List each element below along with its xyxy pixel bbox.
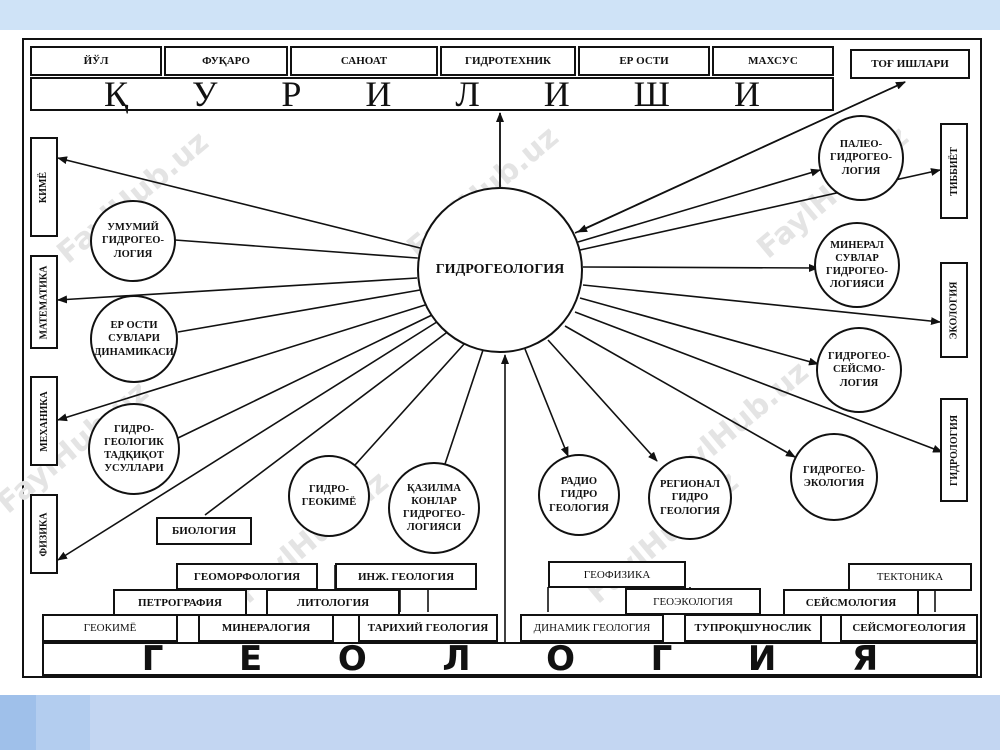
top-banner bbox=[0, 0, 1000, 30]
branch-groundwater-dynamics: ЕР ОСТИ СУВЛАРИ ДИНАМИКАСИ bbox=[90, 295, 178, 383]
geology-letter: О bbox=[546, 639, 576, 679]
construction-tab-civil: ФУҚАРО bbox=[164, 46, 288, 76]
construction-tab-underground: ЕР ОСТИ bbox=[578, 46, 710, 76]
biology-box: БИОЛОГИЯ bbox=[156, 517, 252, 545]
construction-letter: Л bbox=[455, 74, 480, 114]
construction-letter: И bbox=[543, 74, 570, 114]
branch-mineral-waters: МИНЕРАЛ СУВЛАР ГИДРОГЕО- ЛОГИЯСИ bbox=[814, 222, 900, 308]
science-medicine: ТИББИЁТ bbox=[940, 123, 968, 219]
science-hydrology: ГИДРОЛОГИЯ bbox=[940, 398, 968, 502]
construction-letter: У bbox=[191, 74, 218, 114]
construction-letter: И bbox=[733, 74, 760, 114]
science-ecology: ЭКОЛОГИЯ bbox=[940, 262, 968, 358]
center-hydrogeology: ГИДРОГЕОЛОГИЯ bbox=[417, 187, 583, 353]
geology-letter: Я bbox=[851, 639, 879, 679]
geology-dynamic: ДИНАМИК ГЕОЛОГИЯ bbox=[520, 614, 664, 642]
geology-geophysics: ГЕОФИЗИКА bbox=[548, 561, 686, 588]
geology-seismogeology: СЕЙСМОГЕОЛОГИЯ bbox=[840, 614, 978, 642]
geology-title: Г Е О Л О Г И Я bbox=[42, 639, 978, 679]
branch-general-hydrogeology: УМУМИЙ ГИДРОГЕО- ЛОГИЯ bbox=[90, 200, 176, 282]
construction-letter: И bbox=[365, 74, 392, 114]
geology-mineralogy: МИНЕРАЛОГИЯ bbox=[198, 614, 334, 642]
geology-soil-science: ТУПРОҚШУНОСЛИК bbox=[684, 614, 822, 642]
branch-paleohydrogeology: ПАЛЕО- ГИДРОГЕО- ЛОГИЯ bbox=[818, 115, 904, 201]
branch-research-methods: ГИДРО- ГЕОЛОГИК ТАДҚИҚОТ УСУЛЛАРИ bbox=[88, 403, 180, 495]
branch-hydrogeoecology: ГИДРОГЕО- ЭКОЛОГИЯ bbox=[790, 433, 878, 521]
bottom-banner-accent-light bbox=[36, 695, 90, 750]
geology-letter: Л bbox=[442, 639, 471, 679]
geology-letter: И bbox=[747, 639, 777, 679]
geology-engineering: ИНЖ. ГЕОЛОГИЯ bbox=[335, 563, 477, 590]
construction-tab-industrial: САНОАТ bbox=[290, 46, 438, 76]
branch-mineral-deposits: ҚАЗИЛМА КОНЛАР ГИДРОГЕО- ЛОГИЯСИ bbox=[388, 462, 480, 554]
mining-box: ТОҒ ИШЛАРИ bbox=[850, 49, 970, 79]
construction-title: Қ У Р И Л И Ш И bbox=[30, 74, 834, 114]
geology-letter: О bbox=[337, 639, 367, 679]
construction-tab-hydrotechnical: ГИДРОТЕХНИК bbox=[440, 46, 576, 76]
branch-hydrogeoseismology: ГИДРОГЕО- СЕЙСМО- ЛОГИЯ bbox=[816, 327, 902, 413]
construction-letter: Р bbox=[281, 74, 302, 114]
geology-letter: Г bbox=[650, 639, 673, 679]
geology-geoecology: ГЕОЭКОЛОГИЯ bbox=[625, 588, 761, 615]
branch-regional-hydrogeology: РЕГИОНАЛ ГИДРО ГЕОЛОГИЯ bbox=[648, 456, 732, 540]
geology-petrography: ПЕТРОГРАФИЯ bbox=[113, 589, 247, 616]
geology-lithology: ЛИТОЛОГИЯ bbox=[266, 589, 400, 616]
science-mathematics: МАТЕМАТИКА bbox=[30, 255, 58, 349]
geology-tectonics: ТЕКТОНИКА bbox=[848, 563, 972, 591]
geology-historical: ТАРИХИЙ ГЕОЛОГИЯ bbox=[358, 614, 498, 642]
geology-geomorphology: ГЕОМОРФОЛОГИЯ bbox=[176, 563, 318, 590]
bottom-banner bbox=[0, 695, 1000, 750]
geology-letter: Е bbox=[239, 639, 263, 679]
branch-hydrogeochemistry: ГИДРО- ГЕОКИМЁ bbox=[288, 455, 370, 537]
geology-geochemistry: ГЕОКИМЁ bbox=[42, 614, 178, 642]
construction-tab-road: ЙЎЛ bbox=[30, 46, 162, 76]
bottom-banner-accent-dark bbox=[0, 695, 36, 750]
science-mechanics: МЕХАНИКА bbox=[30, 376, 58, 466]
science-chemistry: КИМЁ bbox=[30, 137, 58, 237]
construction-letter: Қ bbox=[103, 74, 128, 114]
branch-radio-hydrogeology: РАДИО ГИДРО ГЕОЛОГИЯ bbox=[538, 454, 620, 536]
geology-letter: Г bbox=[141, 639, 164, 679]
construction-letter: Ш bbox=[633, 74, 670, 114]
construction-tab-special: МАХСУС bbox=[712, 46, 834, 76]
science-physics: ФИЗИКА bbox=[30, 494, 58, 574]
geology-seismology: СЕЙСМОЛОГИЯ bbox=[783, 589, 919, 616]
